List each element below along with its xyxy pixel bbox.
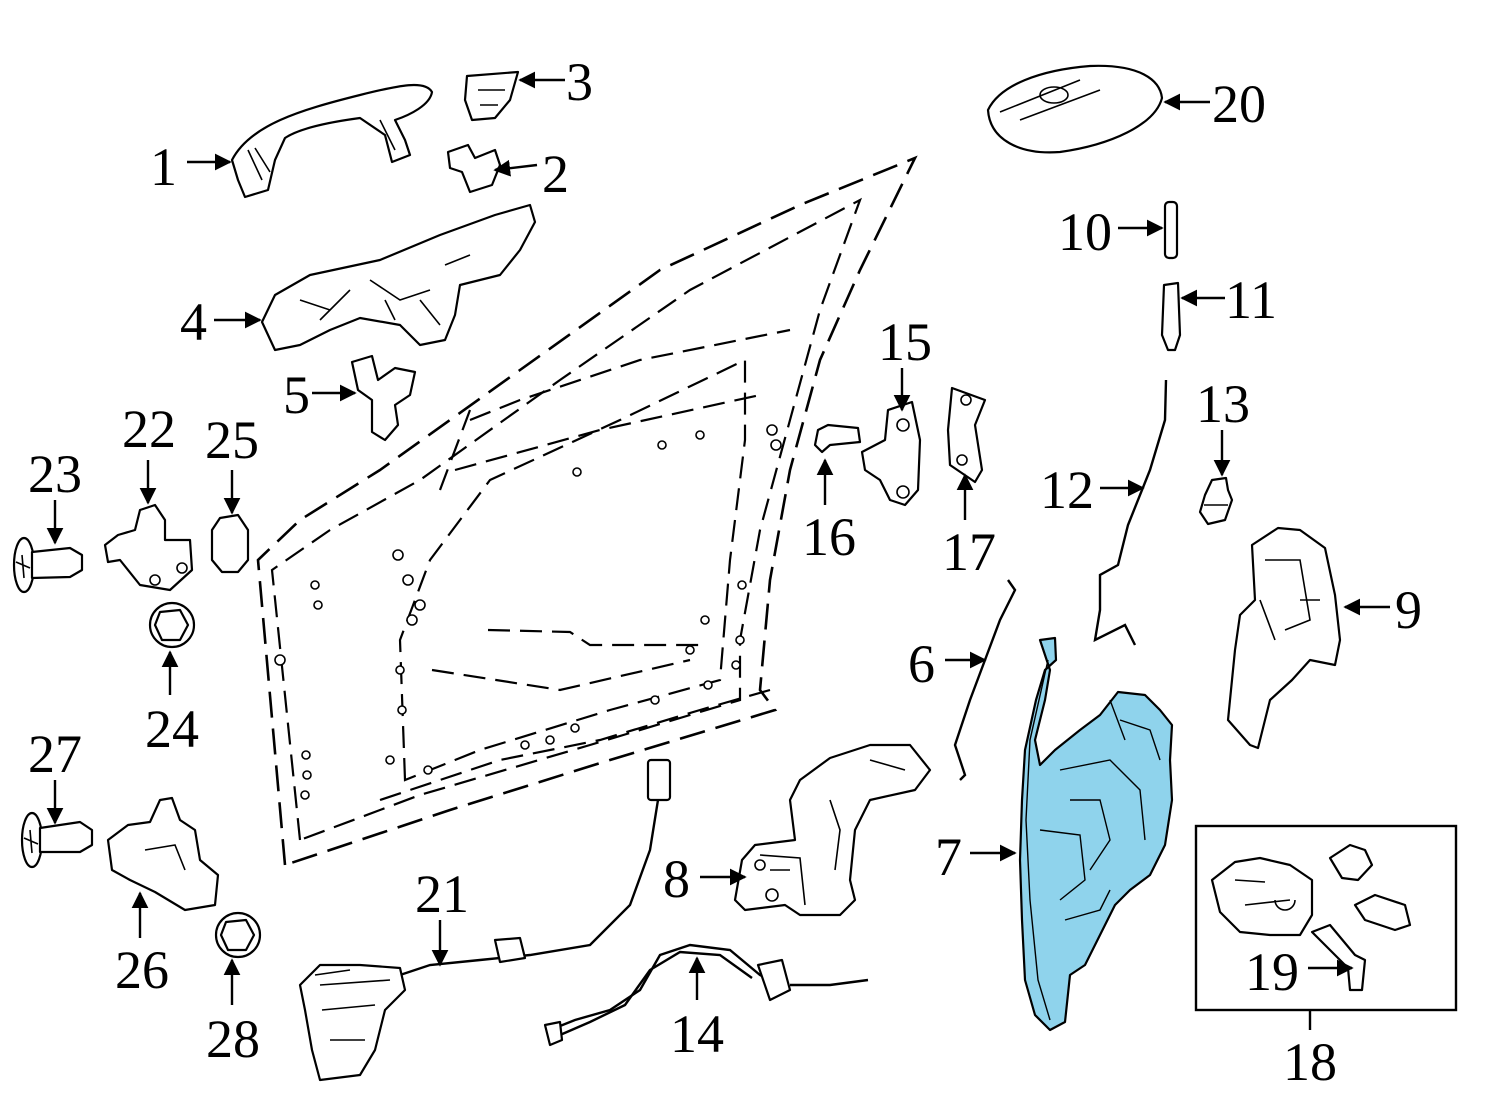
striker-shim bbox=[946, 386, 987, 484]
leader-lines bbox=[46, 71, 1390, 1030]
door-striker bbox=[860, 400, 922, 507]
handle-carrier bbox=[260, 203, 537, 352]
flange-nut-lower bbox=[214, 911, 262, 959]
callout-9: 9 bbox=[1395, 580, 1422, 640]
lock-rod bbox=[1093, 379, 1168, 646]
grommet bbox=[1198, 476, 1234, 526]
release-cable bbox=[543, 943, 869, 1047]
callout-15: 15 bbox=[878, 312, 932, 372]
lower-hinge bbox=[106, 796, 220, 912]
callout-8: 8 bbox=[663, 849, 690, 909]
handle-end-cap bbox=[463, 70, 520, 122]
callout-25: 25 bbox=[205, 410, 259, 470]
connecting-rod bbox=[953, 579, 1017, 781]
handle-bracket bbox=[350, 354, 417, 442]
callout-labels: 1 2 3 4 5 6 7 8 9 10 11 12 13 14 15 16 1… bbox=[28, 52, 1422, 1092]
outside-door-handle bbox=[230, 83, 434, 199]
flange-nut bbox=[148, 601, 196, 649]
door-frame bbox=[256, 155, 918, 867]
callout-20: 20 bbox=[1212, 74, 1266, 134]
callout-12: 12 bbox=[1040, 460, 1094, 520]
callout-10: 10 bbox=[1058, 202, 1112, 262]
callout-3: 3 bbox=[566, 52, 593, 112]
lock-pin bbox=[1163, 200, 1179, 260]
callout-21: 21 bbox=[415, 864, 469, 924]
screw-lower bbox=[20, 811, 94, 869]
lock-knob bbox=[1160, 281, 1182, 352]
hinge-bracket bbox=[103, 503, 194, 592]
latch-housing bbox=[733, 743, 932, 917]
callout-1: 1 bbox=[150, 137, 177, 197]
door-lock-assembly bbox=[1018, 636, 1174, 1032]
callout-18: 18 bbox=[1283, 1032, 1337, 1092]
striker-bolt bbox=[813, 423, 862, 454]
screw bbox=[12, 536, 84, 594]
callout-13: 13 bbox=[1196, 374, 1250, 434]
callout-19: 19 bbox=[1245, 942, 1299, 1002]
lock-cylinder-kit-box bbox=[1194, 824, 1458, 1012]
callout-26: 26 bbox=[115, 940, 169, 1000]
callout-16: 16 bbox=[802, 507, 856, 567]
callout-2: 2 bbox=[542, 144, 569, 204]
handle-insert bbox=[446, 143, 502, 194]
latch-cover bbox=[1226, 526, 1342, 750]
callout-5: 5 bbox=[283, 365, 310, 425]
callout-17: 17 bbox=[942, 522, 996, 582]
callout-11: 11 bbox=[1225, 270, 1277, 330]
callout-24: 24 bbox=[145, 699, 199, 759]
callout-14: 14 bbox=[670, 1004, 724, 1064]
key-fob bbox=[986, 64, 1164, 154]
callout-4: 4 bbox=[180, 292, 207, 352]
callout-23: 23 bbox=[28, 444, 82, 504]
hex-nut bbox=[210, 513, 250, 574]
callout-22: 22 bbox=[122, 399, 176, 459]
lock-actuator bbox=[298, 758, 672, 1082]
callout-28: 28 bbox=[206, 1009, 260, 1069]
callout-27: 27 bbox=[28, 724, 82, 784]
callout-7: 7 bbox=[935, 827, 962, 887]
callout-6: 6 bbox=[908, 634, 935, 694]
